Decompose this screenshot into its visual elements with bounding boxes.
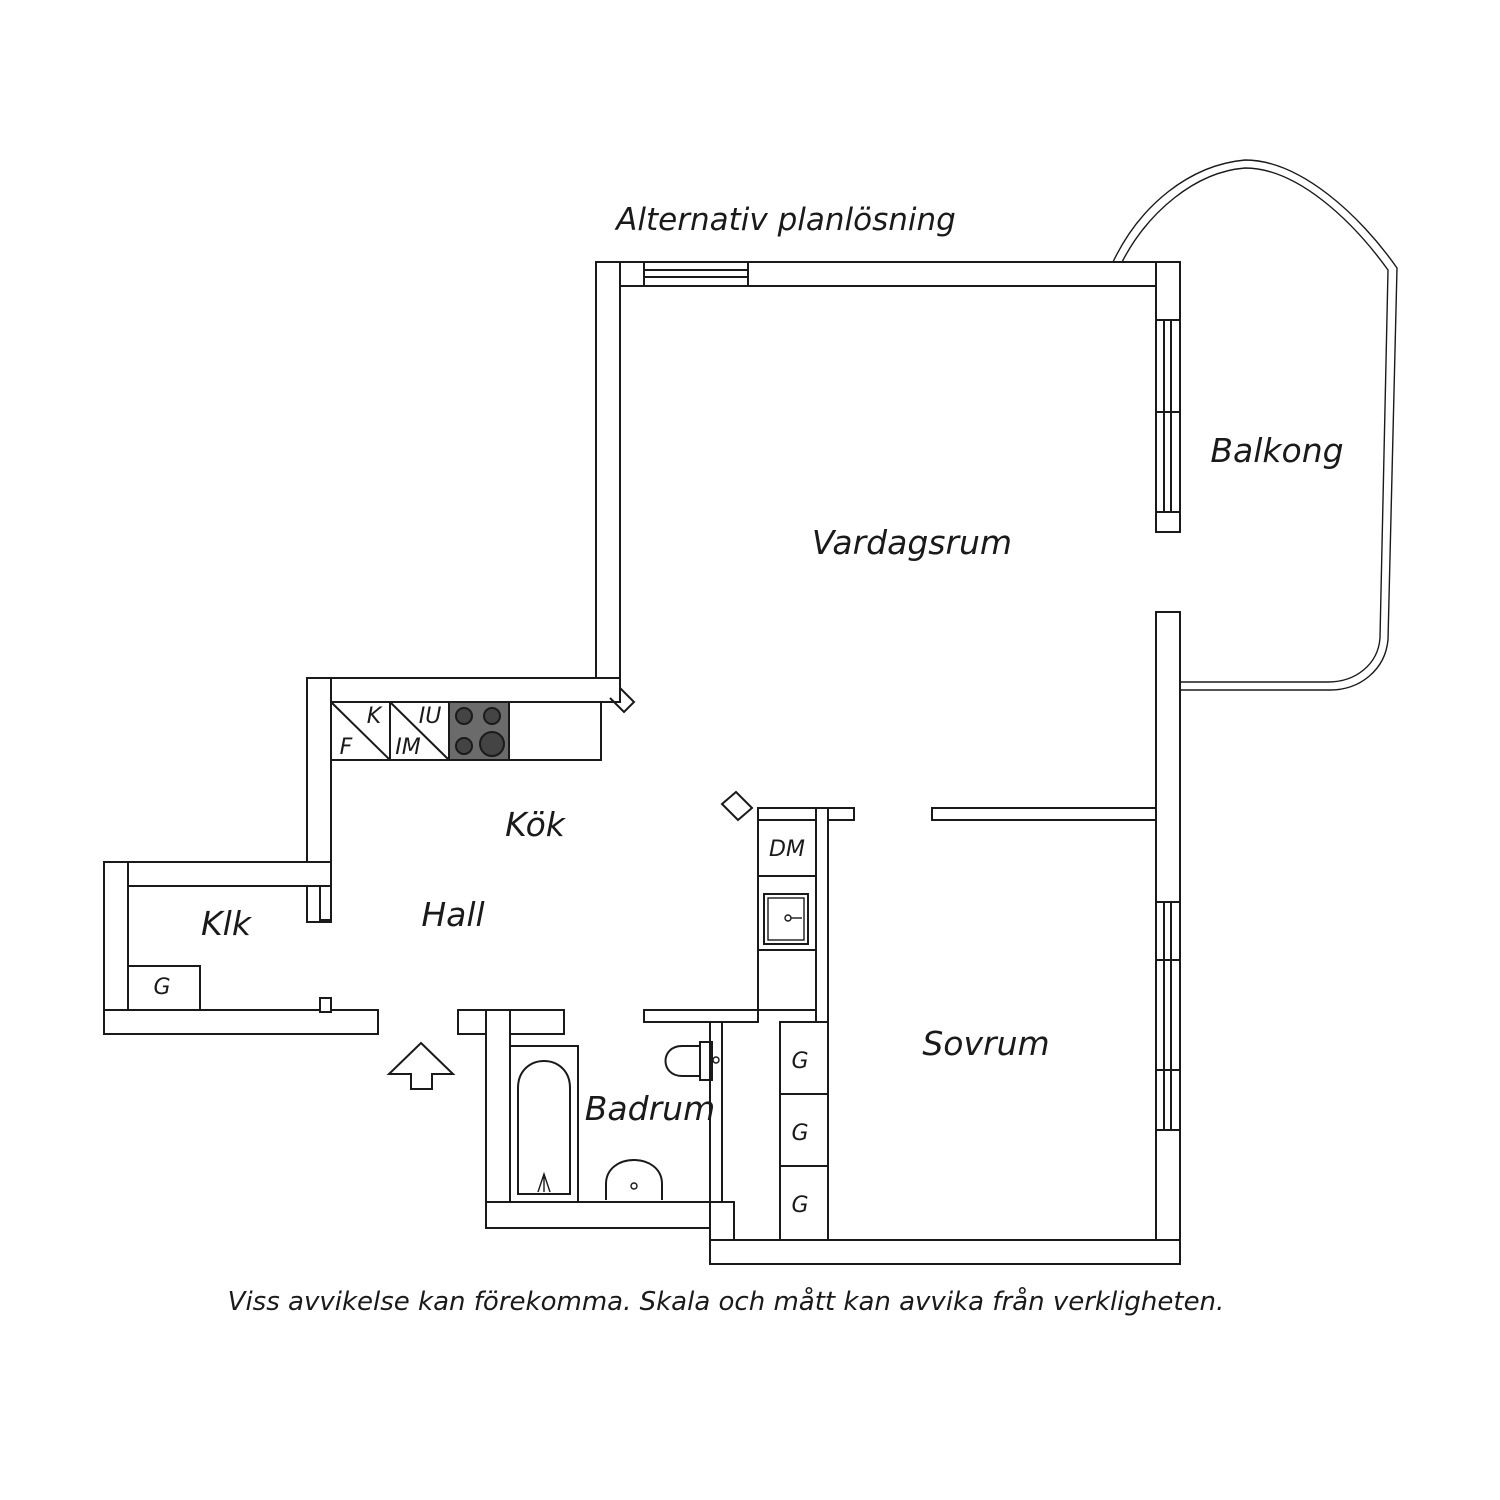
- wall-stubs: [609, 687, 754, 822]
- balcony-outline: [1112, 159, 1398, 691]
- wardrobe-label-1: G: [791, 1049, 808, 1074]
- sink-icon: [763, 893, 809, 945]
- wardrobe-label-2: G: [791, 1121, 808, 1146]
- balcony-door: [1155, 319, 1181, 513]
- room-label-kok: Kök: [505, 805, 567, 844]
- window-top: [643, 261, 749, 287]
- bathtub-icon: [509, 1045, 579, 1203]
- room-label-hall: Hall: [421, 895, 484, 934]
- fixture-label-frys: F: [340, 735, 353, 760]
- bedroom-wardrobes: [779, 1021, 829, 1241]
- fixture-label-iu: IU: [419, 704, 442, 729]
- washbasin-icon: [605, 1159, 663, 1200]
- wardrobe-label-3: G: [791, 1193, 808, 1218]
- disclaimer-text: Viss avvikelse kan förekomma. Skala och …: [228, 1286, 1225, 1317]
- fixture-label-dm: DM: [769, 837, 805, 862]
- plan-title: Alternativ planlösning: [614, 202, 956, 238]
- closet-wardrobe: [127, 965, 201, 1011]
- window-bedroom: [1155, 901, 1181, 1131]
- stove-icon: [448, 701, 510, 761]
- wardrobe-label-klk: G: [153, 975, 170, 1000]
- room-label-vardagsrum: Vardagsrum: [812, 523, 1012, 562]
- room-label-sovrum: Sovrum: [922, 1024, 1049, 1063]
- fixture-label-im: IM: [395, 735, 420, 760]
- toilet-icon: [664, 1041, 720, 1081]
- room-label-klk: Klk: [201, 904, 253, 943]
- room-label-balkong: Balkong: [1210, 431, 1343, 470]
- entrance-arrow-icon: [386, 1041, 456, 1090]
- fixture-label-kyl: K: [367, 704, 383, 729]
- room-label-badrum: Badrum: [585, 1089, 715, 1128]
